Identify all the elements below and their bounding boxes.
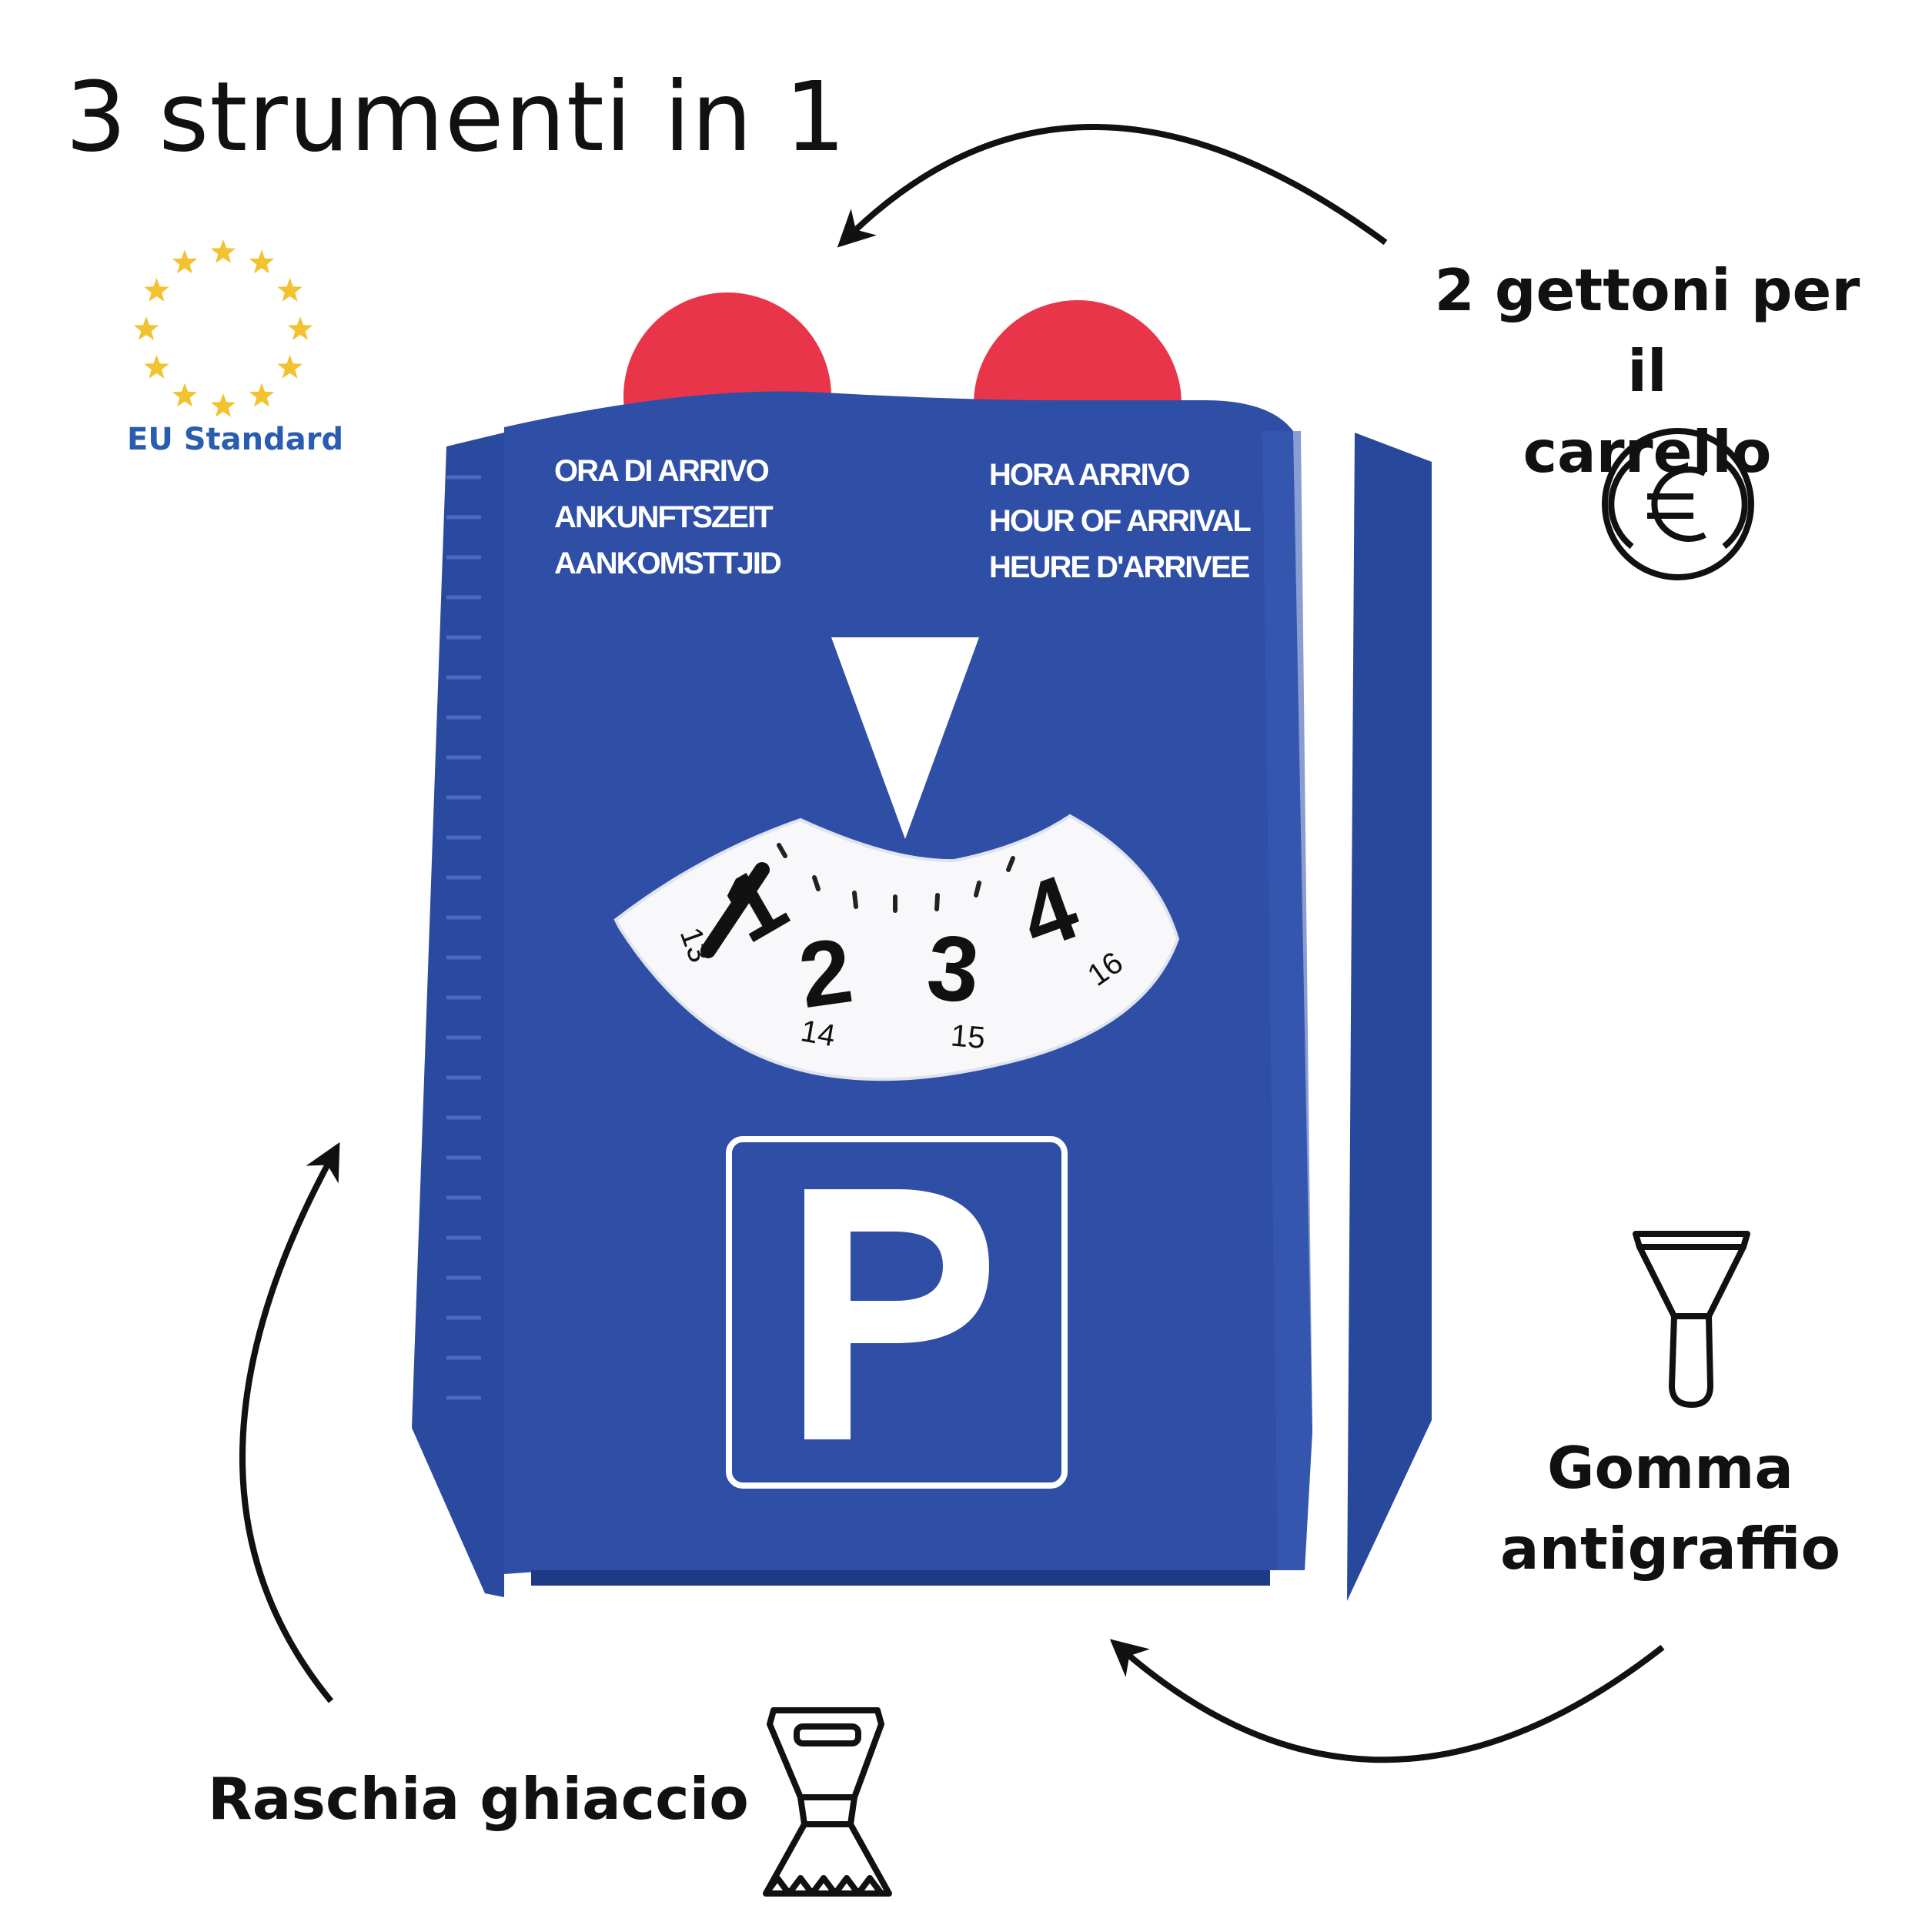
feature-rubber-line2: antigraffio [1499, 1515, 1841, 1583]
ruler-ticks [446, 475, 481, 1400]
eu-standard-label: EU Standard [127, 422, 344, 457]
eu-star [172, 249, 198, 274]
euro-coin-icon [1602, 428, 1754, 580]
card-side-flap-left [412, 433, 504, 1597]
feature-cart-tokens: 2 gettoni per il carrello [1424, 250, 1870, 493]
ice-scraper-icon [763, 1707, 892, 1897]
eu-star [210, 239, 236, 263]
feature-ice-scraper: Raschia ghiaccio [208, 1765, 749, 1833]
pointer-triangle [831, 637, 979, 839]
rubber-scraper-icon [1633, 1231, 1750, 1408]
parking-disc-card: ORA DI ARRIVO ANKUNFTSZEIT AANKOMSTTJID … [412, 391, 1432, 1601]
eu-stars-icon [133, 239, 313, 417]
eu-star [133, 316, 159, 340]
arrival-label-nl: AANKOMSTTJID [554, 547, 781, 580]
arrival-label-it: ORA DI ARRIVO [554, 454, 769, 488]
arrival-label-fr: HEURE D'ARRIVEE [989, 550, 1250, 584]
eu-star [172, 383, 198, 407]
dial-hour-1-bar [700, 862, 770, 958]
dial-minor-14: 14 [798, 1014, 837, 1053]
page-heading: 3 strumenti in 1 [65, 62, 847, 173]
feature-rubber-scraper: Gomma antigraffio [1462, 1428, 1878, 1589]
eu-star [277, 278, 303, 302]
card-bottom-edge [531, 1570, 1270, 1586]
eu-star [287, 316, 313, 340]
arrow-rubber [1109, 1639, 1665, 1763]
dial-ticks [777, 843, 1015, 913]
feature-rubber-line1: Gomma [1547, 1434, 1793, 1502]
feature-cart-tokens-line1: 2 gettoni per il [1434, 256, 1860, 405]
dial-hour-3: 3 [923, 915, 983, 1022]
arrival-labels-right: HORA ARRIVO HOUR OF ARRIVAL HEURE D'ARRI… [989, 458, 1252, 584]
feature-cart-tokens-line2: carrello [1523, 418, 1772, 486]
eu-star [249, 249, 275, 274]
arrival-label-es: HORA ARRIVO [989, 458, 1189, 492]
dial-minor-15: 15 [949, 1018, 986, 1055]
eu-star [277, 355, 303, 379]
arrow-scraper [239, 1141, 340, 1703]
arrival-labels-left: ORA DI ARRIVO ANKUNFTSZEIT AANKOMSTTJID [554, 454, 783, 580]
card-body-shade [1262, 431, 1312, 1570]
eu-star [249, 383, 275, 407]
eu-star [144, 278, 169, 302]
parking-letter [804, 1189, 989, 1439]
arrival-label-de: ANKUNFTSZEIT [554, 500, 773, 534]
arrival-label-en: HOUR OF ARRIVAL [989, 504, 1251, 538]
arrow-tokens [837, 124, 1388, 248]
eu-star [210, 393, 236, 417]
card-side-flap-right [1347, 433, 1432, 1601]
eu-star [144, 355, 169, 379]
